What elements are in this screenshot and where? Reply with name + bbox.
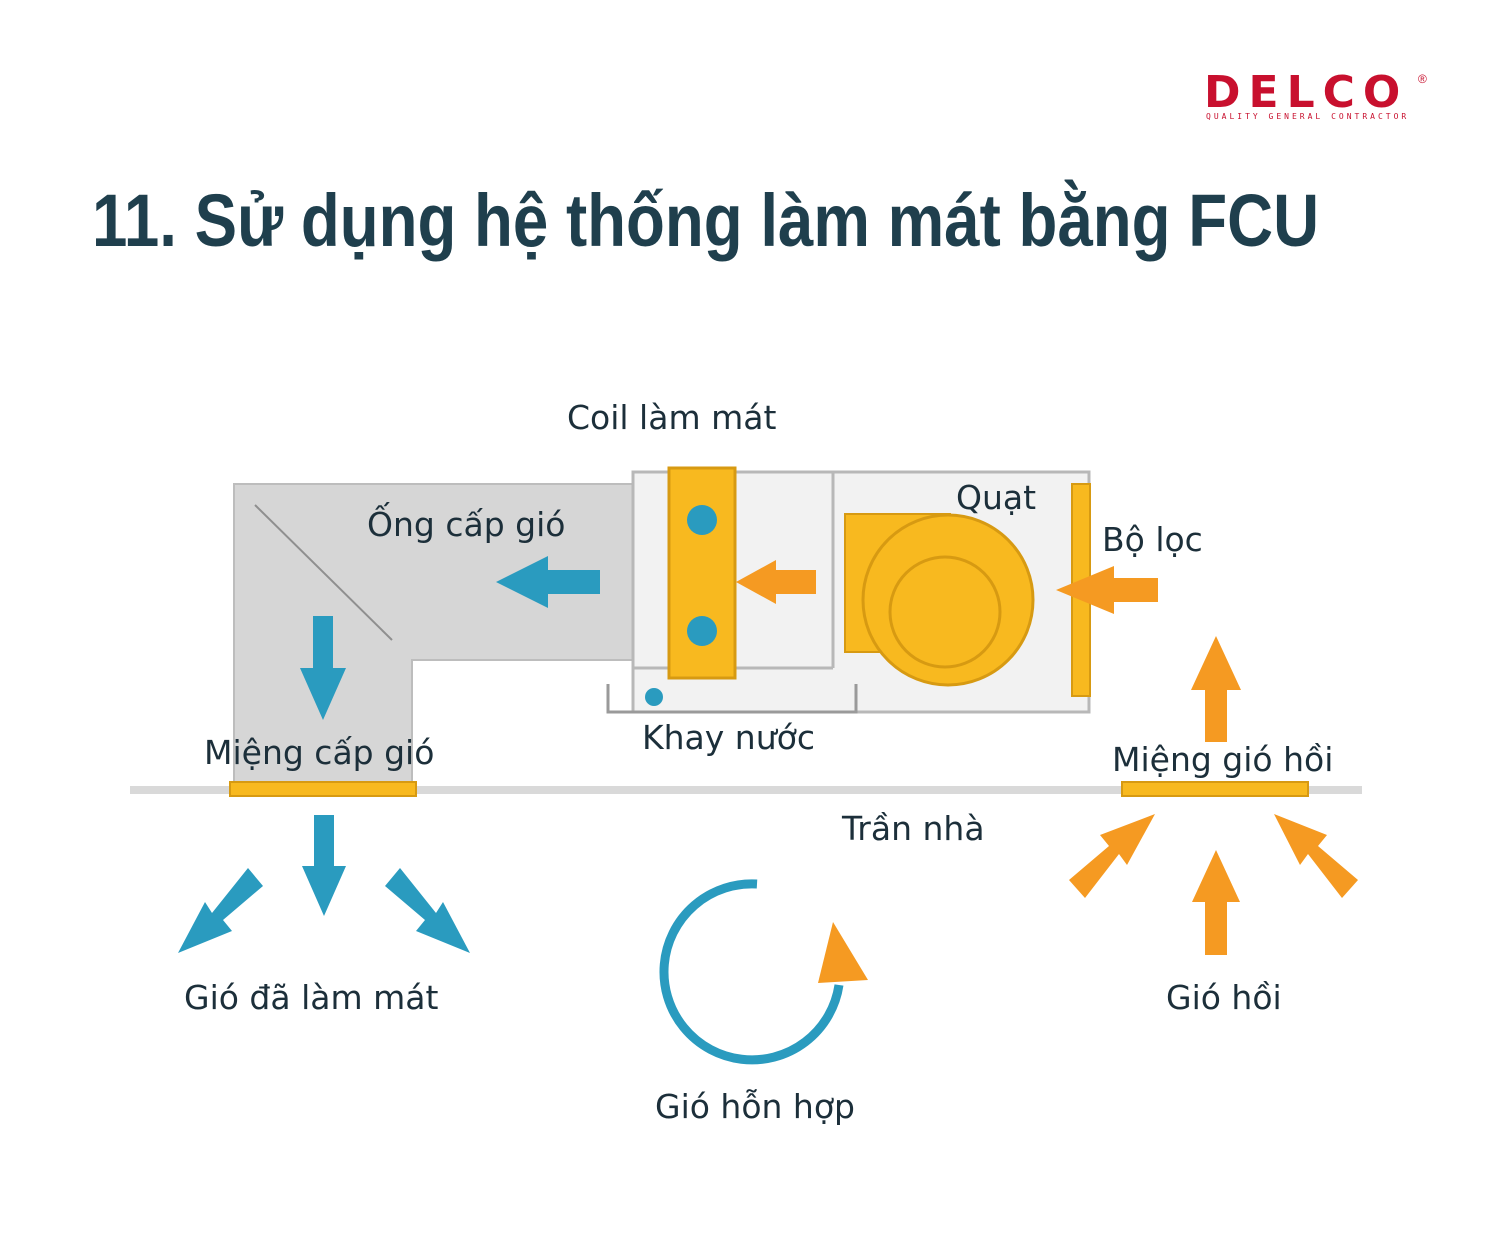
drain-drop-icon xyxy=(645,688,663,706)
logo-wordmark: DELCO xyxy=(1204,67,1409,118)
duct-diagonal-vane xyxy=(254,504,393,641)
page-title: 11. Sử dụng hệ thống làm mát bằng FCU xyxy=(92,179,1320,262)
logo-registered-mark: ® xyxy=(1418,72,1427,86)
arrow-left-icon xyxy=(496,556,600,608)
label-cooled-air: Gió đã làm mát xyxy=(184,978,439,1017)
label-fan: Quạt xyxy=(956,478,1037,517)
label-filter: Bộ lọc xyxy=(1102,520,1203,559)
label-ceiling: Trần nhà xyxy=(842,809,985,848)
label-cooling-coil: Coil làm mát xyxy=(567,398,777,437)
coil-pipe-icon xyxy=(687,505,717,535)
delco-logo: DELCO ® QUALITY GENERAL CONTRACTOR xyxy=(1200,68,1440,128)
arrow-down-spread-icon xyxy=(178,815,470,953)
coil-pipe-icon xyxy=(687,616,717,646)
cycle-arrowhead-icon xyxy=(818,922,868,983)
circular-arrow-icon xyxy=(659,879,844,1065)
arrow-down-icon xyxy=(300,616,346,720)
drain-pan xyxy=(606,684,858,714)
fan-wheel-inner xyxy=(888,555,1002,669)
label-supply-duct: Ống cấp gió xyxy=(367,505,566,544)
arrow-up-converge-icon xyxy=(1069,814,1358,955)
ceiling-line xyxy=(130,786,1362,794)
label-drain-pan: Khay nước xyxy=(642,718,815,757)
label-return-grille: Miệng gió hồi xyxy=(1112,740,1334,779)
cooling-coil xyxy=(667,466,737,680)
arrow-left-icon xyxy=(1056,566,1158,614)
arrow-up-icon xyxy=(1191,636,1241,742)
arrow-left-icon xyxy=(736,560,816,604)
return-air-grille xyxy=(1121,781,1309,797)
logo-tagline: QUALITY GENERAL CONTRACTOR xyxy=(1206,112,1410,121)
label-supply-outlet: Miệng cấp gió xyxy=(204,733,435,772)
label-return-air: Gió hồi xyxy=(1166,978,1282,1017)
supply-outlet-grille xyxy=(229,781,417,797)
label-mixed-air: Gió hỗn hợp xyxy=(655,1087,855,1126)
